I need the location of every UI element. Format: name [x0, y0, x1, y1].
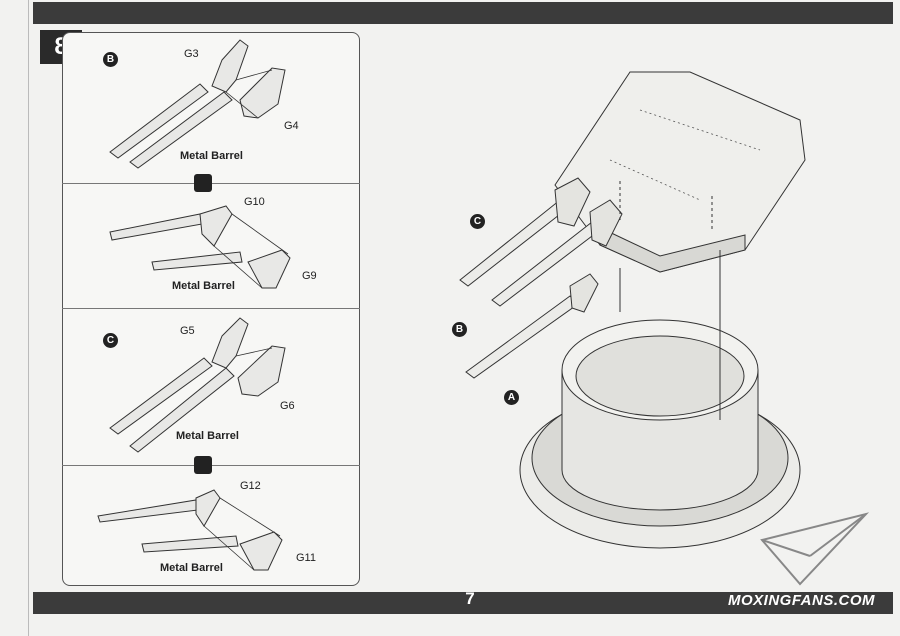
part-label-g11: G11 — [296, 552, 316, 564]
panel-divider — [62, 308, 360, 309]
barrel-shape — [109, 83, 209, 159]
page-binding-line — [28, 0, 29, 636]
top-bar — [33, 2, 893, 24]
yin-yang-icon — [194, 456, 212, 474]
part-label-g3: G3 — [184, 48, 199, 60]
barrel-shape — [151, 251, 243, 271]
part-label-g5: G5 — [180, 325, 195, 337]
part-g11-shape — [239, 531, 283, 571]
bottom-bar — [33, 592, 893, 614]
part-g12-shape — [195, 489, 221, 527]
metal-barrel-label: Metal Barrel — [172, 280, 235, 292]
barrel-shape — [129, 367, 235, 453]
barrel-shape — [141, 535, 239, 553]
option-b-marker: B — [103, 52, 118, 67]
callout-a: A — [504, 390, 519, 405]
watermark-text: MOXINGFANS.COM — [728, 592, 876, 609]
callout-c: C — [470, 214, 485, 229]
yin-yang-icon — [194, 174, 212, 192]
part-g4-shape — [239, 67, 286, 119]
barrel-shape — [109, 357, 213, 435]
barrel-shape — [129, 91, 233, 169]
callout-b: B — [452, 322, 467, 337]
metal-barrel-label: Metal Barrel — [180, 150, 243, 162]
part-g10-shape — [199, 205, 233, 247]
part-g9-shape — [247, 249, 291, 289]
part-label-g12: G12 — [240, 480, 261, 492]
part-label-g4: G4 — [284, 120, 299, 132]
page-number: 7 — [465, 589, 475, 608]
metal-barrel-label: Metal Barrel — [160, 562, 223, 574]
part-g6-shape — [237, 345, 286, 397]
option-c-marker: C — [103, 333, 118, 348]
part-label-g9: G9 — [302, 270, 317, 282]
metal-barrel-label: Metal Barrel — [176, 430, 239, 442]
part-label-g6: G6 — [280, 400, 295, 412]
part-label-g10: G10 — [244, 196, 265, 208]
